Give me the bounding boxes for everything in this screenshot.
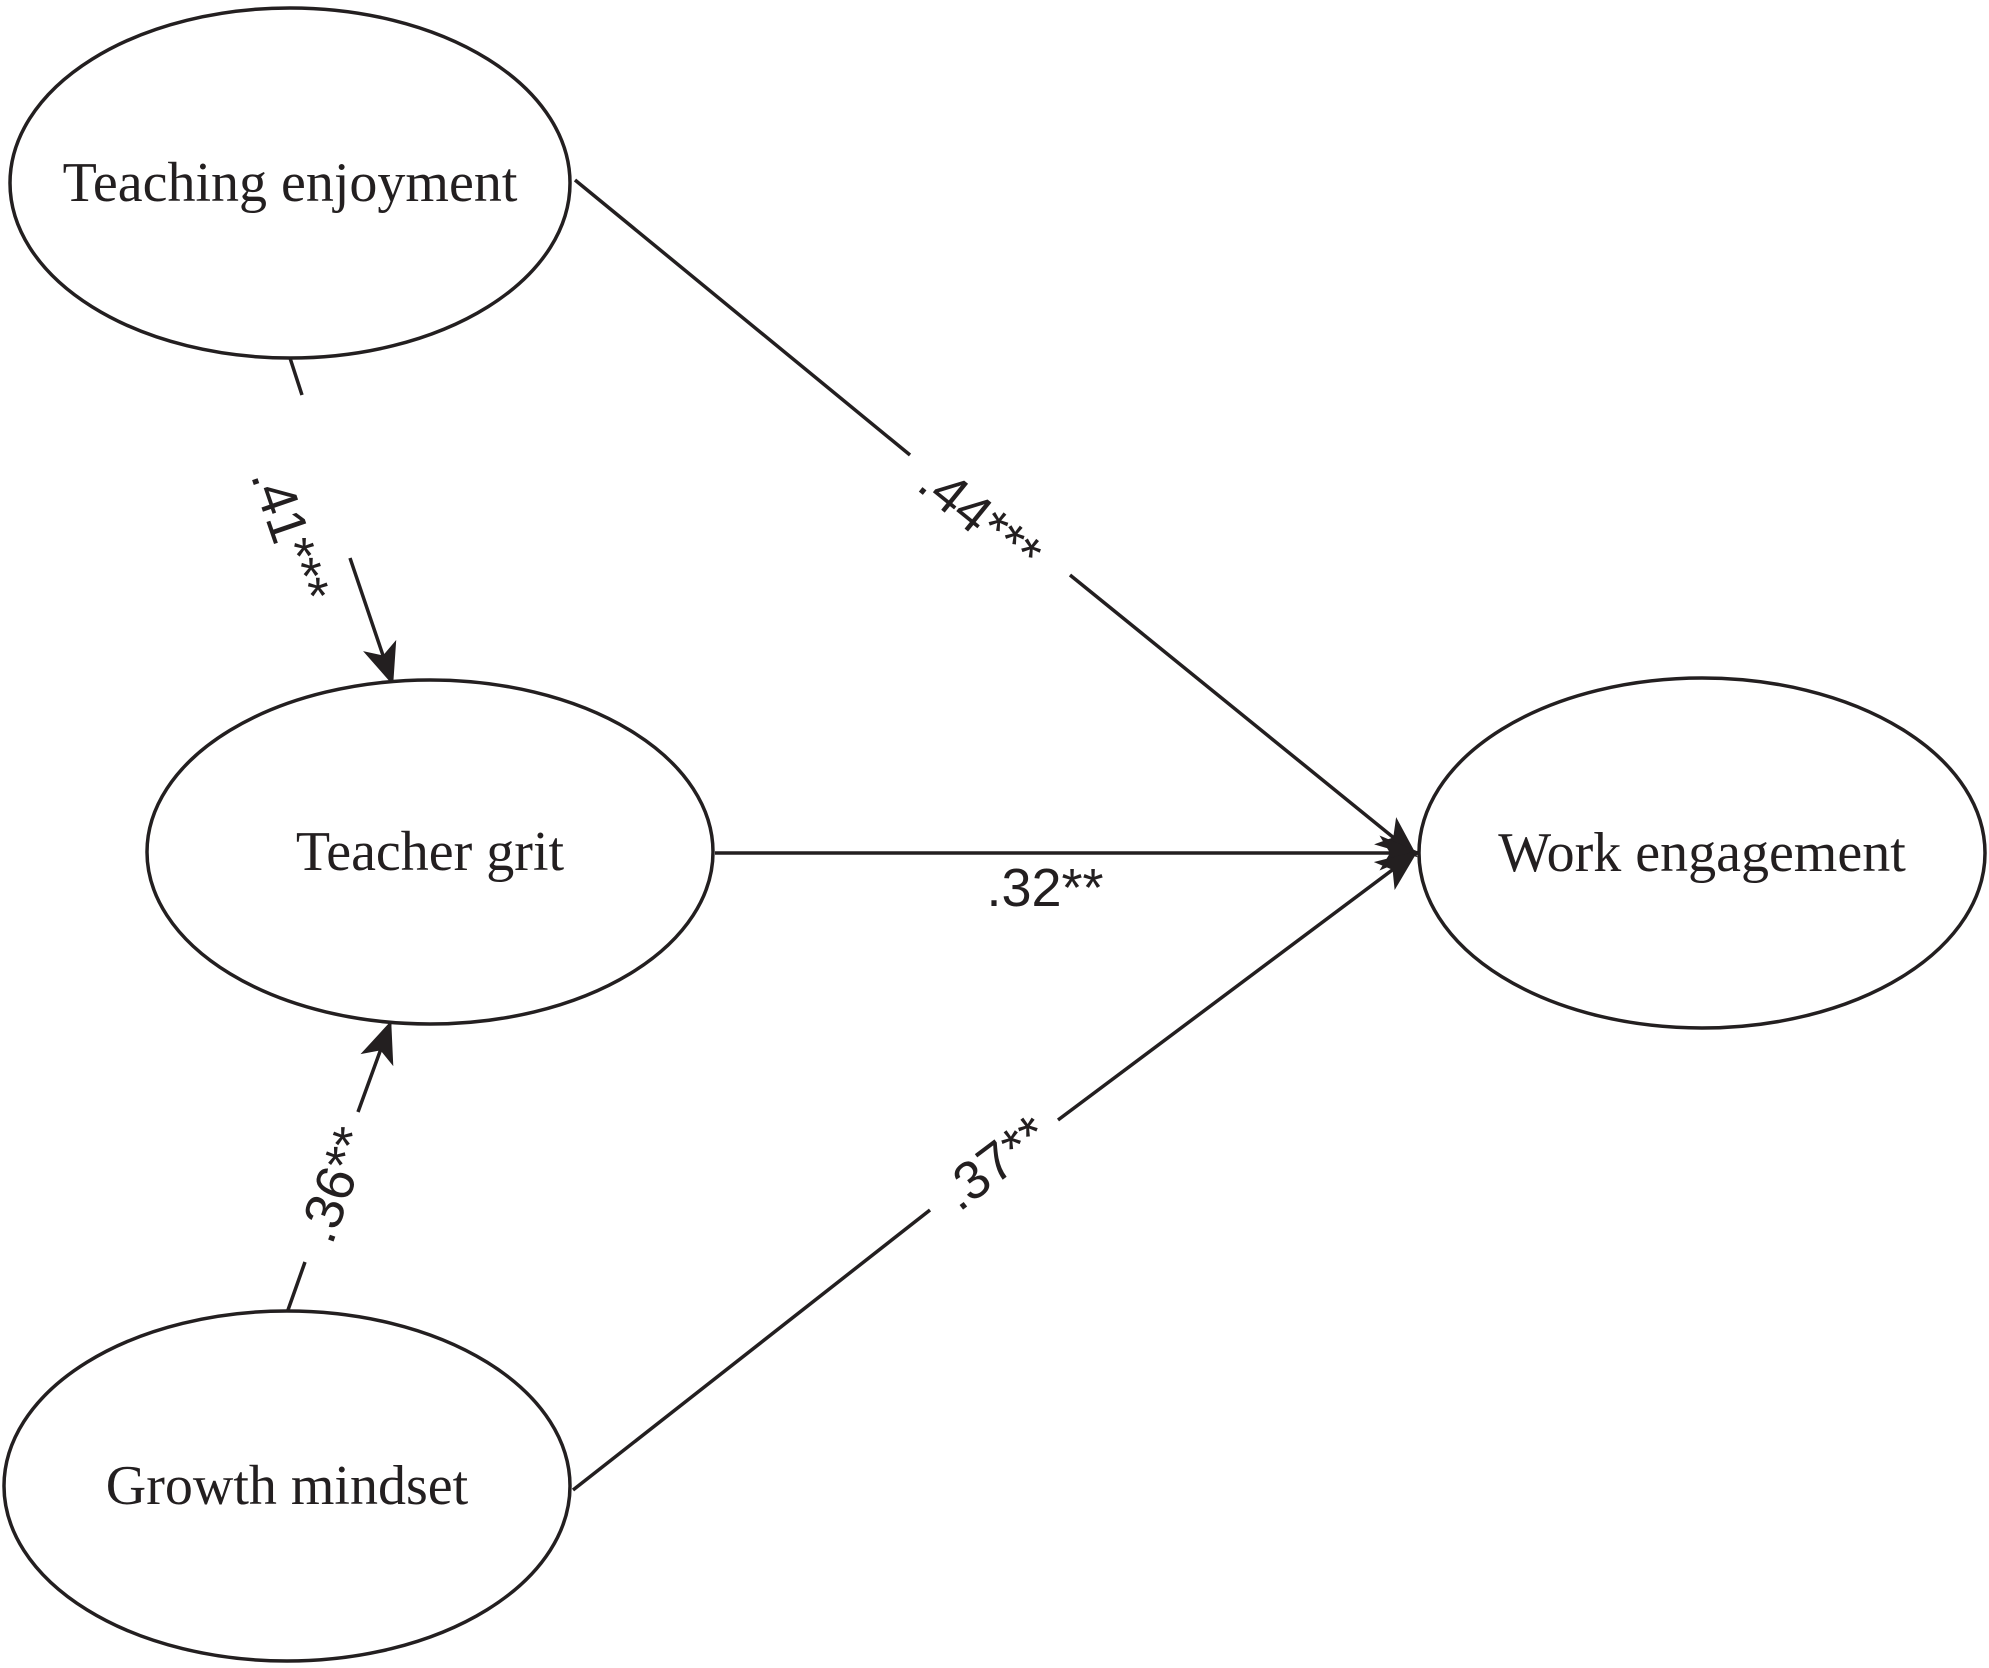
- node-growth-mindset: Growth mindset: [2, 1309, 572, 1663]
- edge-label-gm-to-tg: .36**: [287, 1120, 383, 1251]
- node-label-teaching-enjoyment: Teaching enjoyment: [63, 152, 518, 214]
- node-teacher-grit: Teacher grit: [145, 678, 715, 1026]
- edge-label-gm-to-we: .37**: [930, 1104, 1060, 1222]
- node-label-work-engagement: Work engagement: [1498, 822, 1906, 884]
- node-label-teacher-grit: Teacher grit: [296, 821, 565, 883]
- edge-label-te-to-we: .44***: [907, 451, 1052, 585]
- edge-te-to-tg: [288, 357, 397, 686]
- edge-label-te-to-tg: .41***: [239, 460, 341, 610]
- edge-te-to-we: [573, 178, 1418, 858]
- node-teaching-enjoyment: Teaching enjoyment: [8, 6, 572, 360]
- node-work-engagement: Work engagement: [1417, 676, 1987, 1030]
- edge-gm-to-tg: [286, 1020, 394, 1311]
- node-label-growth-mindset: Growth mindset: [106, 1455, 469, 1517]
- edge-label-tg-to-we: .32**: [986, 858, 1103, 918]
- edge-gm-to-we: [571, 850, 1418, 1492]
